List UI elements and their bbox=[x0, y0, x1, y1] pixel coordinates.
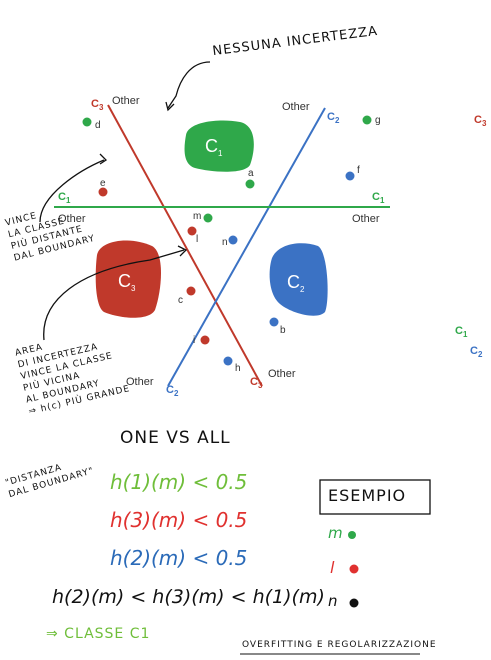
line-label-c2-bottom: C2 bbox=[166, 384, 179, 398]
example-box bbox=[319, 479, 431, 515]
point-a-label: a bbox=[248, 168, 254, 179]
other-label-3: Other bbox=[58, 213, 86, 225]
other-label-1: Other bbox=[112, 95, 140, 107]
point-b-label: b bbox=[280, 325, 286, 336]
example-label-m: m bbox=[328, 524, 343, 542]
point-i bbox=[200, 335, 210, 345]
point-c bbox=[186, 286, 196, 296]
arrow-head-top bbox=[165, 101, 175, 112]
point-g bbox=[362, 115, 372, 125]
arrow-to-uncertainty bbox=[43, 249, 185, 341]
heading-one-vs-all: ONE VS ALL bbox=[120, 428, 231, 448]
formula-result: ⇒ CLASSE C1 bbox=[46, 626, 151, 642]
formula-h3: h(3)(m) < 0.5 bbox=[110, 508, 248, 532]
side-label-c2: C2 bbox=[470, 345, 483, 359]
class-c3-region bbox=[95, 240, 161, 318]
line-label-c3-top: C3 bbox=[91, 98, 104, 112]
point-g-label: g bbox=[375, 115, 381, 126]
side-label-c3: C3 bbox=[474, 114, 487, 128]
example-dot-m bbox=[348, 531, 356, 539]
point-n-label: n bbox=[222, 237, 228, 248]
formula-ordering: h(2)(m) < h(3)(m) < h(1)(m) bbox=[52, 586, 325, 608]
example-heading: ESEMPIO bbox=[328, 486, 407, 505]
class-c1-region bbox=[184, 120, 254, 172]
side-label-c1: C1 bbox=[455, 325, 468, 339]
footer-overfitting: OVERFITTING E REGOLARIZZAZIONE bbox=[242, 640, 437, 650]
point-m bbox=[203, 213, 213, 223]
formula-h2: h(2)(m) < 0.5 bbox=[110, 546, 248, 570]
other-label-2: Other bbox=[282, 101, 310, 113]
point-d bbox=[82, 117, 92, 127]
example-label-l: l bbox=[330, 558, 335, 577]
point-e-label: e bbox=[100, 178, 106, 189]
other-label-4: Other bbox=[352, 213, 380, 225]
line-label-c3-bottom: C3 bbox=[250, 376, 263, 390]
example-dot-l bbox=[349, 564, 359, 574]
c2-boundary-line bbox=[167, 107, 326, 387]
line-label-c2-top: C2 bbox=[327, 111, 340, 125]
point-e bbox=[98, 187, 108, 197]
point-i-label: i bbox=[193, 335, 195, 346]
point-h bbox=[223, 356, 233, 366]
point-l-label: l bbox=[196, 234, 198, 245]
other-label-6: Other bbox=[268, 368, 296, 380]
point-h-label: h bbox=[235, 363, 241, 374]
c3-boundary-line bbox=[107, 104, 263, 387]
example-label-n: n bbox=[328, 592, 338, 610]
point-a bbox=[245, 179, 255, 189]
point-f-label: f bbox=[357, 165, 360, 176]
arrow-to-diagram-top bbox=[167, 61, 211, 109]
arrow-head-uncertainty bbox=[177, 245, 188, 257]
point-d-label: d bbox=[95, 120, 101, 131]
class-c2-region bbox=[269, 243, 328, 316]
arrow-to-point-e bbox=[39, 159, 105, 223]
point-n bbox=[228, 235, 238, 245]
point-b bbox=[269, 317, 279, 327]
other-label-5: Other bbox=[126, 376, 154, 388]
point-m-label: m bbox=[193, 211, 201, 222]
line-label-c1-right: C1 bbox=[372, 191, 385, 205]
point-c-label: c bbox=[178, 295, 183, 306]
example-dot-n bbox=[349, 598, 359, 608]
formula-h1: h(1)(m) < 0.5 bbox=[110, 470, 248, 494]
point-l bbox=[187, 226, 197, 236]
point-f bbox=[345, 171, 355, 181]
arrow-head-left bbox=[99, 153, 108, 165]
